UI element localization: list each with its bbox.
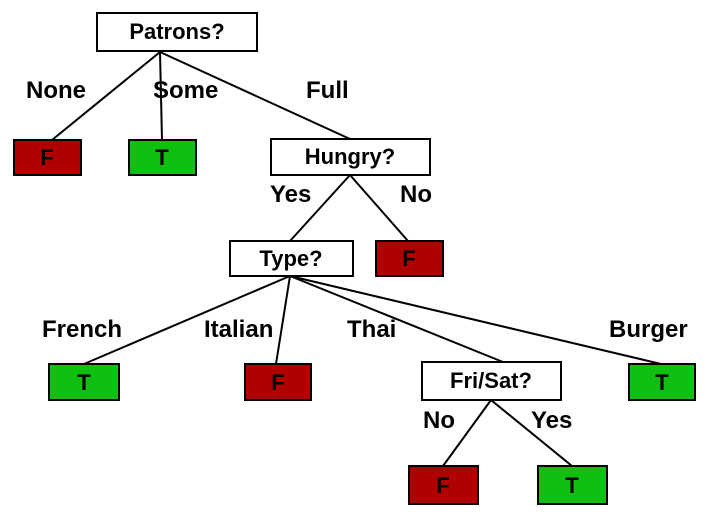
leaf-frisat-no-box: [408, 465, 479, 505]
node-hungry-label: Hungry?: [305, 144, 395, 169]
node-frisat: Fri/Sat?: [421, 361, 562, 401]
edge-label-frisat-no: No: [423, 407, 455, 434]
leaf-hungry-no-label: F: [402, 246, 415, 271]
leaf-hungry-no-false: F: [375, 240, 444, 277]
edge-label-some: Some: [153, 77, 218, 104]
edge-type-italian: [275, 275, 291, 365]
edge-label-hungry-yes: Yes: [270, 181, 311, 208]
node-frisat-box: [421, 361, 562, 401]
edge-type-thai: [289, 275, 504, 363]
leaf-french-label: T: [77, 370, 91, 395]
leaf-french-box: [48, 363, 120, 401]
edge-label-full: Full: [306, 77, 349, 104]
leaf-burger-box: [628, 363, 696, 401]
leaf-frisat-no-false: F: [408, 465, 479, 505]
node-patrons-box: [96, 12, 258, 52]
node-frisat-label: Fri/Sat?: [450, 368, 532, 393]
leaf-none-box: [13, 139, 82, 176]
edge-patrons-none: [51, 51, 161, 141]
edge-hungry-no: [349, 174, 409, 242]
leaf-some-label: T: [155, 145, 169, 170]
edge-label-italian: Italian: [204, 316, 273, 343]
node-patrons-label: Patrons?: [129, 19, 224, 44]
leaf-some-true: T: [128, 139, 197, 176]
leaf-hungry-no-box: [375, 240, 444, 277]
node-type-box: [229, 240, 354, 277]
edge-label-hungry-no: No: [400, 181, 432, 208]
edge-type-french: [83, 275, 291, 365]
tree-edges: [51, 51, 662, 467]
edge-hungry-yes: [289, 174, 351, 242]
leaf-frisat-no-label: F: [436, 473, 449, 498]
leaf-frisat-yes-box: [537, 465, 608, 505]
edge-frisat-yes: [490, 399, 573, 467]
leaf-frisat-yes-true: T: [537, 465, 608, 505]
edge-label-frisat-yes: Yes: [531, 407, 572, 434]
leaf-frisat-yes-label: T: [565, 473, 579, 498]
edge-patrons-full: [159, 51, 351, 140]
edge-label-burger: Burger: [609, 316, 688, 343]
edge-type-burger: [289, 275, 662, 365]
node-patrons: Patrons?: [96, 12, 258, 52]
edge-frisat-no: [442, 399, 492, 467]
leaf-italian-label: F: [271, 370, 284, 395]
leaf-burger-true: T: [628, 363, 696, 401]
leaf-some-box: [128, 139, 197, 176]
edge-patrons-some: [159, 51, 163, 141]
node-type: Type?: [229, 240, 354, 277]
edge-labels: None Some Full Yes No French Italian Tha…: [26, 77, 688, 434]
edge-label-none: None: [26, 77, 86, 104]
leaf-italian-false: F: [244, 363, 312, 401]
leaf-none-label: F: [40, 145, 53, 170]
edge-label-french: French: [42, 316, 122, 343]
edge-label-thai: Thai: [347, 316, 396, 343]
node-type-label: Type?: [259, 246, 322, 271]
node-hungry: Hungry?: [270, 138, 431, 176]
leaf-none-false: F: [13, 139, 82, 176]
leaf-italian-box: [244, 363, 312, 401]
leaf-french-true: T: [48, 363, 120, 401]
leaf-burger-label: T: [655, 370, 669, 395]
node-hungry-box: [270, 138, 431, 176]
